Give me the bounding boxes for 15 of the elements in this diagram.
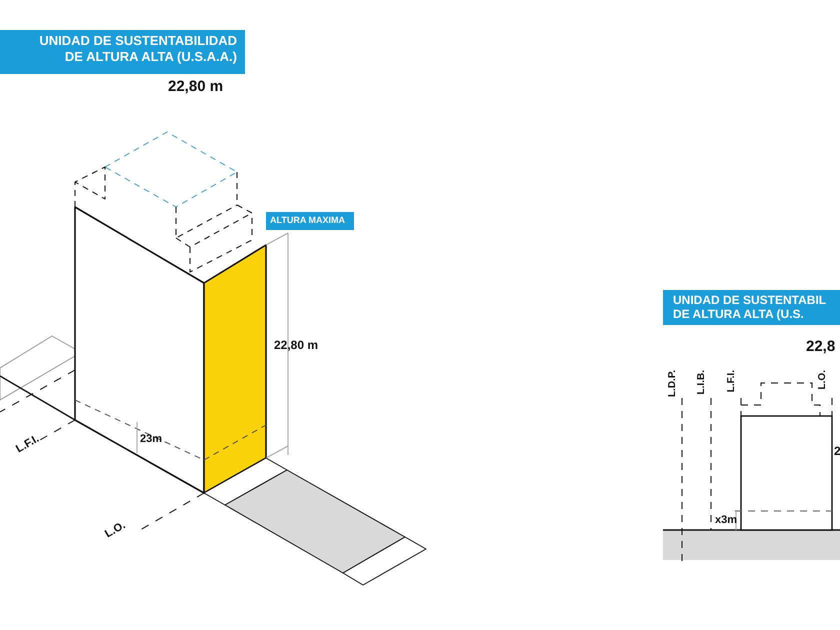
line-label: L.F.I.: [14, 432, 42, 456]
callout-tag: ALTURA MAXIMA: [266, 212, 354, 230]
dimension-label: x3m: [715, 514, 738, 526]
height-value: 22,80 m: [168, 78, 224, 95]
title-banner: UNIDAD DE SUSTENTABILIDAD DE ALTURA ALTA (U.S.A.A.): [0, 30, 245, 74]
dimension-label: 2: [834, 444, 840, 458]
line-label: L.O.: [103, 519, 128, 540]
height-value: 22,8: [806, 338, 836, 355]
dimension-label: 23m: [140, 433, 162, 445]
title-banner: UNIDAD DE SUSTENTABIL DE ALTURA ALTA (U.S.: [663, 290, 840, 325]
line-label: L.I.B.: [696, 370, 707, 394]
dimension-label: 22,80 m: [274, 338, 318, 352]
line-label: L.D.P.: [667, 370, 678, 398]
line-label: L.O.: [817, 370, 828, 390]
line-label: L.F.I.: [726, 370, 737, 392]
